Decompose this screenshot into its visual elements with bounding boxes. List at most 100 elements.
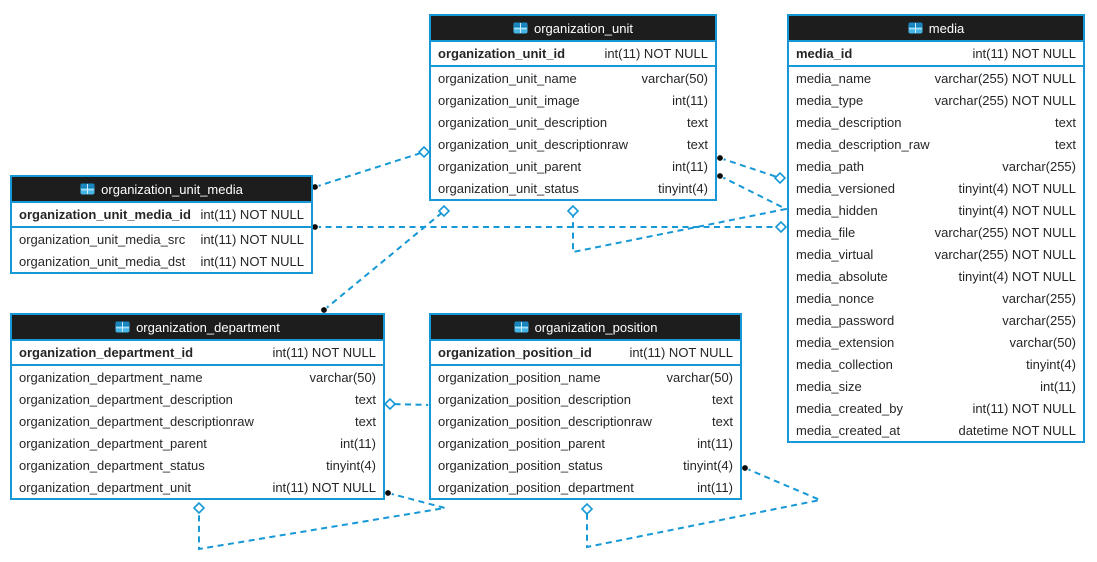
column-type: text (712, 413, 733, 429)
relationship-organization_position-to-organization_position (580, 464, 824, 549)
relationship-organization_unit-to-media (716, 154, 787, 185)
column-name: media_description_raw (796, 136, 930, 152)
column-name: organization_unit_description (438, 114, 608, 130)
table-header: organization_position (431, 315, 740, 341)
column-type: tinyint(4) (658, 180, 708, 196)
column-name: organization_position_description (438, 391, 631, 407)
column-type: int(11) NOT NULL (272, 479, 376, 495)
table-header: organization_unit_media (12, 177, 311, 203)
column-type: varchar(255) NOT NULL (934, 92, 1076, 108)
column-type: int(11) NOT NULL (972, 46, 1076, 61)
column-name: media_name (796, 70, 872, 86)
column-name: media_created_by (796, 400, 903, 416)
table-organization-position[interactable]: organization_position organization_posit… (429, 313, 742, 500)
column-name: organization_position_status (438, 457, 603, 473)
column-type: int(11) (672, 92, 708, 108)
table-title: organization_position (534, 319, 658, 335)
column-name: organization_department_id (19, 345, 194, 360)
column-type: int(11) NOT NULL (272, 345, 376, 360)
table-icon (115, 321, 130, 333)
table-title: organization_unit_media (101, 181, 243, 197)
column-name: media_file (796, 224, 856, 240)
column-name: media_hidden (796, 202, 878, 218)
column-name: organization_department_descriptionraw (19, 413, 254, 429)
column-name: organization_department_parent (19, 435, 207, 451)
relationship-dot-endpoint (716, 172, 724, 180)
column-row: media_type varchar(255) NOT NULL (789, 89, 1083, 111)
column-name: media_versioned (796, 180, 896, 196)
table-icon (80, 183, 95, 195)
column-name: media_created_at (796, 422, 901, 438)
column-name: media_password (796, 312, 895, 328)
column-type: tinyint(4) NOT NULL (958, 180, 1076, 196)
column-name: organization_unit_name (438, 70, 577, 86)
column-type: datetime NOT NULL (958, 422, 1076, 438)
column-name: organization_position_department (438, 479, 634, 495)
relationship-diamond-endpoint (437, 204, 451, 218)
column-row: organization_department_parent int(11) (12, 432, 383, 454)
column-type: varchar(50) (1009, 334, 1076, 350)
column-type: text (687, 114, 708, 130)
relationship-diamond-endpoint (566, 204, 580, 218)
column-type: tinyint(4) NOT NULL (958, 268, 1076, 284)
relationship-organization_unit-to-organization_unit (566, 172, 790, 254)
column-name: media_type (796, 92, 864, 108)
column-name: organization_department_status (19, 457, 205, 473)
column-type: text (355, 413, 376, 429)
column-rows: organization_department_name varchar(50) o… (12, 366, 383, 498)
column-type: varchar(50) (309, 369, 376, 385)
column-name: organization_unit_image (438, 92, 580, 108)
column-type: int(11) (697, 435, 733, 451)
column-name: media_collection (796, 356, 893, 372)
relationship-diamond-endpoint (773, 171, 787, 185)
column-type: varchar(255) (1002, 312, 1076, 328)
column-name: organization_department_name (19, 369, 203, 385)
column-type: varchar(50) (641, 70, 708, 86)
table-organization-unit-media[interactable]: organization_unit_media organization_uni… (10, 175, 313, 274)
relationship-organization_department-to-organization_department (192, 489, 446, 551)
table-organization-department[interactable]: organization_department organization_dep… (10, 313, 385, 500)
column-name: organization_position_id (438, 345, 592, 360)
relationship-diamond-endpoint (417, 145, 431, 159)
pk-section: organization_department_id int(11) NOT NU… (12, 341, 383, 366)
column-type: int(11) NOT NULL (200, 231, 304, 247)
column-type: int(11) (340, 435, 376, 451)
table-title: organization_unit (533, 20, 634, 36)
relationship-dot-endpoint (716, 154, 724, 162)
table-title: organization_department (136, 319, 280, 335)
column-row: organization_unit_image int(11) (431, 89, 715, 111)
column-type: tinyint(4) (1026, 356, 1076, 372)
relationship-organization_unit_media-to-media (311, 220, 788, 234)
column-type: tinyint(4) (326, 457, 376, 473)
column-name: organization_unit_media_dst (19, 253, 186, 269)
column-type: int(11) NOT NULL (972, 400, 1076, 416)
column-type: tinyint(4) NOT NULL (958, 202, 1076, 218)
column-name: media_extension (796, 334, 895, 350)
column-name: media_virtual (796, 246, 874, 262)
column-type: varchar(255) (1002, 158, 1076, 174)
column-name: media_absolute (796, 268, 888, 284)
